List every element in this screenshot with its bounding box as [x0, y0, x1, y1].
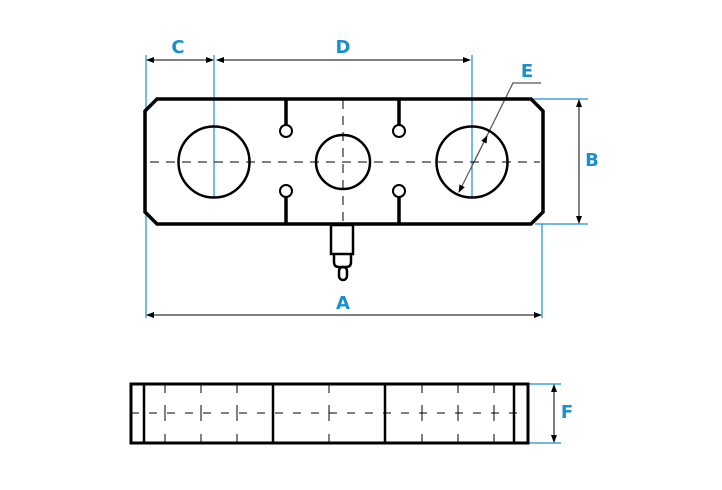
cable-connector [329, 223, 355, 282]
dimension-label-d: D [335, 37, 351, 58]
dimension-label-a: A [336, 293, 350, 314]
dimension-label-c: C [171, 37, 185, 58]
dimension-label-b: B [585, 150, 599, 171]
dimension-arrows [146, 57, 582, 443]
top-view [143, 97, 545, 282]
leader-e [458, 82, 541, 193]
dimension-label-f: F [560, 402, 574, 423]
side-view [129, 382, 530, 445]
dimension-label-e: E [520, 61, 534, 82]
